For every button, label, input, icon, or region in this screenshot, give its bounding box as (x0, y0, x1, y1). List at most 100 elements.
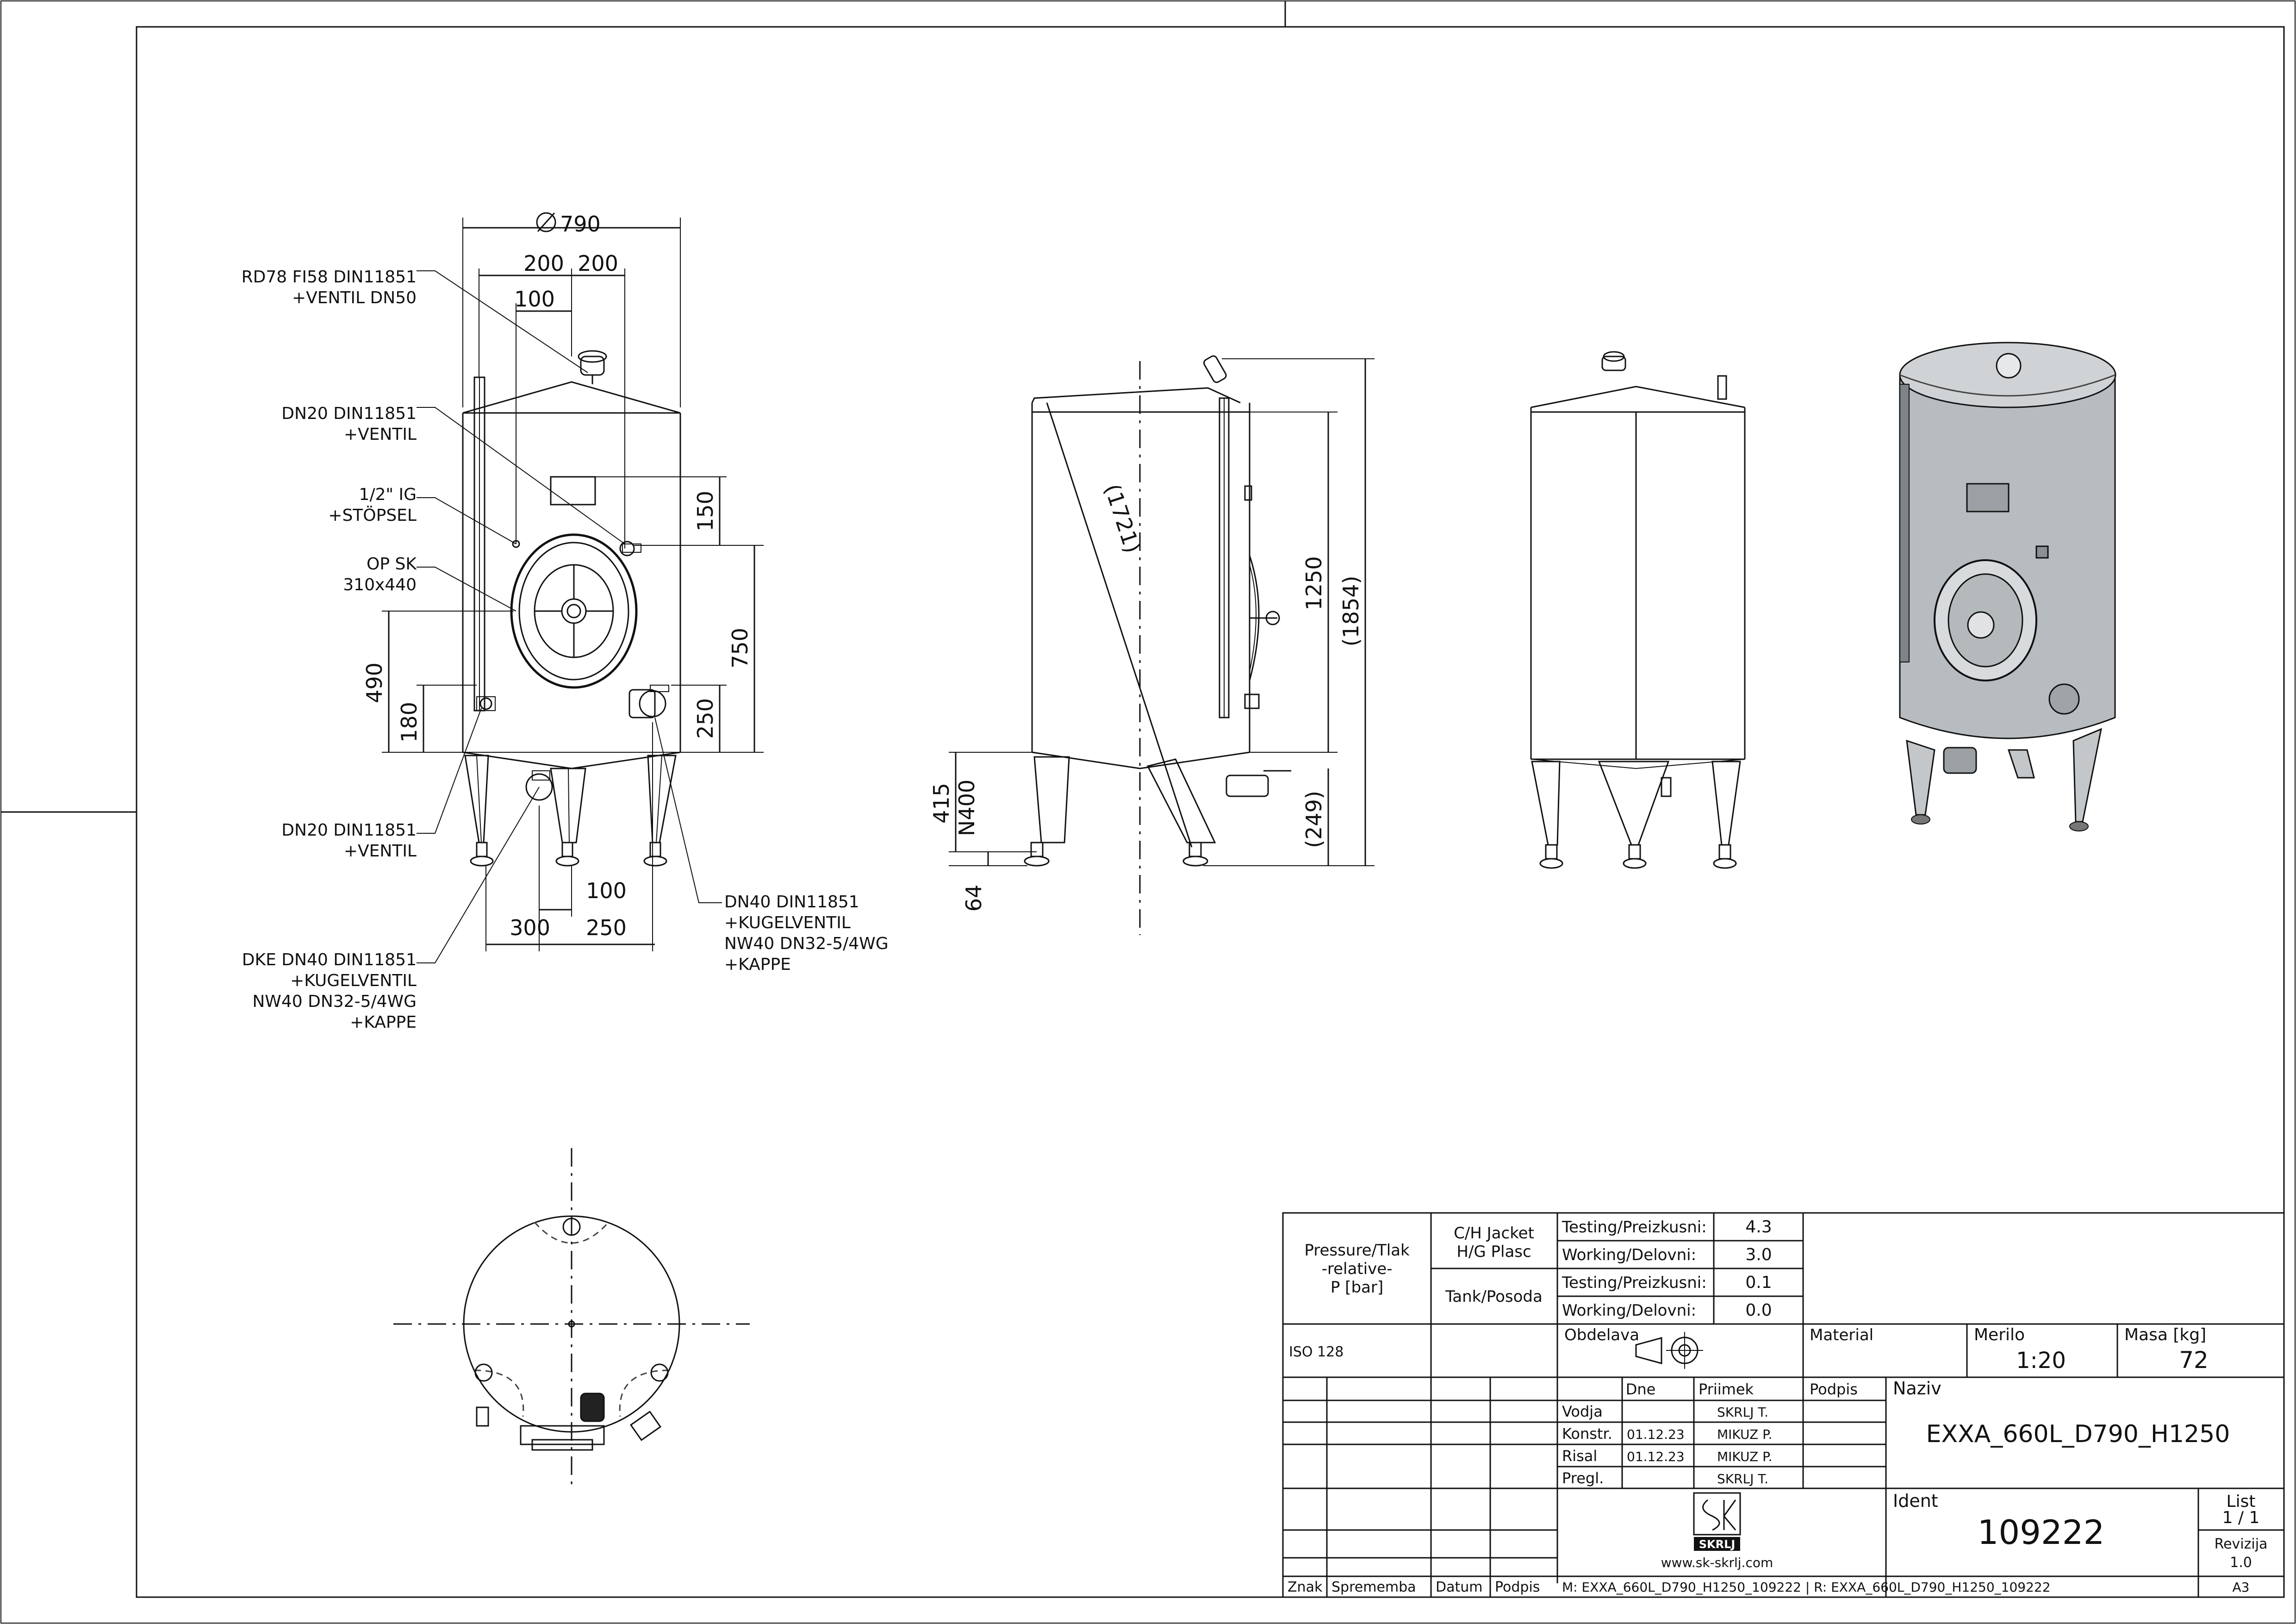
label-dn20-bot-2: +VENTIL (344, 842, 417, 861)
tb-revizija: 1.0 (2230, 1555, 2252, 1571)
label-dn40-2: +KUGELVENTIL (724, 913, 851, 932)
tb-row-3-label: Testing/Preizkusni: (1562, 1274, 1707, 1292)
tb-model-path: M: EXXA_660L_D790_H1250_109222 | R: EXXA… (1562, 1580, 2051, 1595)
dimension-values: 790 200 200 100 150 750 490 180 250 100 … (362, 212, 1363, 940)
tb-col-dne: Dne (1626, 1380, 1656, 1398)
tb-material: Material (1810, 1326, 1873, 1344)
tb-revizija-label: Revizija (2215, 1536, 2268, 1552)
tb-row-2-label: Working/Delovni: (1562, 1246, 1696, 1264)
title-block-text: Pressure/Tlak -relative- P [bar] C/H Jac… (1288, 1218, 2267, 1595)
label-dn20-bot-1: DN20 DIN11851 (281, 821, 417, 840)
front-view (462, 350, 681, 867)
side-view (1024, 355, 1291, 935)
tb-person-3-date: 01.12.23 (1627, 1449, 1685, 1464)
tb-row-2-value: 3.0 (1745, 1245, 1772, 1264)
label-ig-2: +STÖPSEL (328, 506, 417, 525)
title-block-grid (1282, 1212, 2285, 1598)
tb-obdelava: Obdelava (1564, 1326, 1639, 1344)
tb-pressure-2: -relative- (1322, 1260, 1393, 1278)
isometric-view (1899, 342, 2116, 831)
tb-tank: Tank/Posoda (1445, 1287, 1543, 1306)
label-dke-3: NW40 DN32-5/4WG (252, 992, 417, 1011)
tb-naziv: EXXA_660L_D790_H1250 (1926, 1420, 2230, 1448)
tb-datum: Datum (1436, 1579, 1482, 1595)
dim-diameter: 790 (560, 212, 601, 237)
tb-person-4-role: Pregl. (1562, 1469, 1604, 1487)
tb-merilo: 1:20 (2016, 1348, 2066, 1374)
dim-490: 490 (362, 662, 387, 703)
tb-person-2-date: 01.12.23 (1627, 1427, 1685, 1442)
tb-row-3-value: 0.1 (1745, 1273, 1772, 1292)
dim-415: 415 (929, 783, 954, 824)
tb-pressure-3: P [bar] (1331, 1278, 1383, 1297)
tb-list-label: List (2227, 1492, 2256, 1511)
front-dimensions (382, 212, 764, 963)
dim-300: 300 (510, 915, 550, 940)
tb-person-1-name: SKRLJ T. (1717, 1405, 1768, 1420)
label-rd78-2: +VENTIL DN50 (292, 288, 417, 307)
tb-podpis: Podpis (1495, 1579, 1540, 1595)
label-dke-2: +KUGELVENTIL (290, 971, 417, 990)
tb-merilo-label: Merilo (1974, 1325, 2025, 1344)
tb-sprememba: Sprememba (1332, 1579, 1416, 1595)
dim-1250: 1250 (1301, 556, 1326, 610)
dim-249: (249) (1301, 791, 1326, 848)
tb-col-podpis: Podpis (1810, 1380, 1858, 1398)
back-view (1530, 351, 1746, 869)
tb-row-1-value: 4.3 (1745, 1218, 1772, 1237)
dim-750: 750 (728, 628, 753, 668)
tb-list: 1 / 1 (2222, 1508, 2260, 1527)
tb-person-2-name: MIKUZ P. (1717, 1427, 1773, 1442)
label-opsk-1: OP SK (367, 555, 417, 574)
tb-person-3-role: Risal (1562, 1447, 1597, 1465)
tb-person-4-name: SKRLJ T. (1717, 1471, 1768, 1487)
tb-ident: 109222 (1978, 1513, 2105, 1552)
tb-row-4-value: 0.0 (1745, 1301, 1772, 1320)
tb-col-priimek: Priimek (1699, 1380, 1754, 1398)
label-dn20-top-1: DN20 DIN11851 (281, 404, 417, 423)
tb-masa-label: Masa [kg] (2124, 1325, 2206, 1344)
top-view (393, 1148, 750, 1491)
dim-1854: (1854) (1338, 576, 1363, 647)
tb-person-3-name: MIKUZ P. (1717, 1449, 1773, 1464)
dim-180: 180 (397, 702, 422, 743)
label-dn20-top-2: +VENTIL (344, 425, 417, 444)
label-rd78-1: RD78 FI58 DIN11851 (242, 268, 417, 287)
tb-ident-label: Ident (1893, 1491, 1938, 1511)
label-opsk-2: 310x440 (343, 575, 417, 594)
tb-naziv-label: Naziv (1893, 1378, 1941, 1399)
dim-150: 150 (693, 491, 718, 531)
dim-100-top: 100 (514, 287, 555, 312)
dim-250-bottom: 250 (586, 915, 627, 940)
tb-logo-text: SKRLJ (1699, 1538, 1736, 1551)
tb-row-4-label: Working/Delovni: (1562, 1301, 1696, 1320)
label-dn40-1: DN40 DIN11851 (724, 893, 859, 912)
side-dimensions (949, 358, 1375, 866)
tb-masa: 72 (2179, 1347, 2209, 1374)
tb-iso: ISO 128 (1289, 1344, 1344, 1360)
tb-jacket-2: H/G Plasc (1456, 1243, 1531, 1261)
tb-pressure-1: Pressure/Tlak (1304, 1241, 1410, 1260)
dim-1721: (1721) (1100, 481, 1145, 556)
dim-64: 64 (961, 885, 986, 912)
dim-n400: N400 (954, 780, 979, 836)
dim-200-right: 200 (578, 251, 618, 276)
label-ig-1: 1/2" IG (359, 485, 417, 504)
drawing-border (136, 26, 2285, 1598)
dim-250-right: 250 (693, 698, 718, 739)
dim-200-left: 200 (523, 251, 564, 276)
tb-person-2-role: Konstr. (1562, 1425, 1612, 1443)
label-dke-1: DKE DN40 DIN11851 (242, 950, 417, 969)
tb-website: www.sk-skrlj.com (1661, 1555, 1773, 1570)
label-dke-4: +KAPPE (350, 1013, 417, 1032)
tb-person-1-role: Vodja (1562, 1403, 1603, 1420)
callout-labels: RD78 FI58 DIN11851 +VENTIL DN50 DN20 DIN… (242, 268, 889, 1032)
tb-jacket-1: C/H Jacket (1454, 1224, 1534, 1243)
tb-znak: Znak (1288, 1579, 1323, 1595)
dim-100-bottom: 100 (586, 878, 627, 903)
label-dn40-3: NW40 DN32-5/4WG (724, 934, 889, 953)
tb-format: A3 (2233, 1580, 2250, 1595)
tb-row-1-label: Testing/Preizkusni: (1562, 1218, 1707, 1237)
